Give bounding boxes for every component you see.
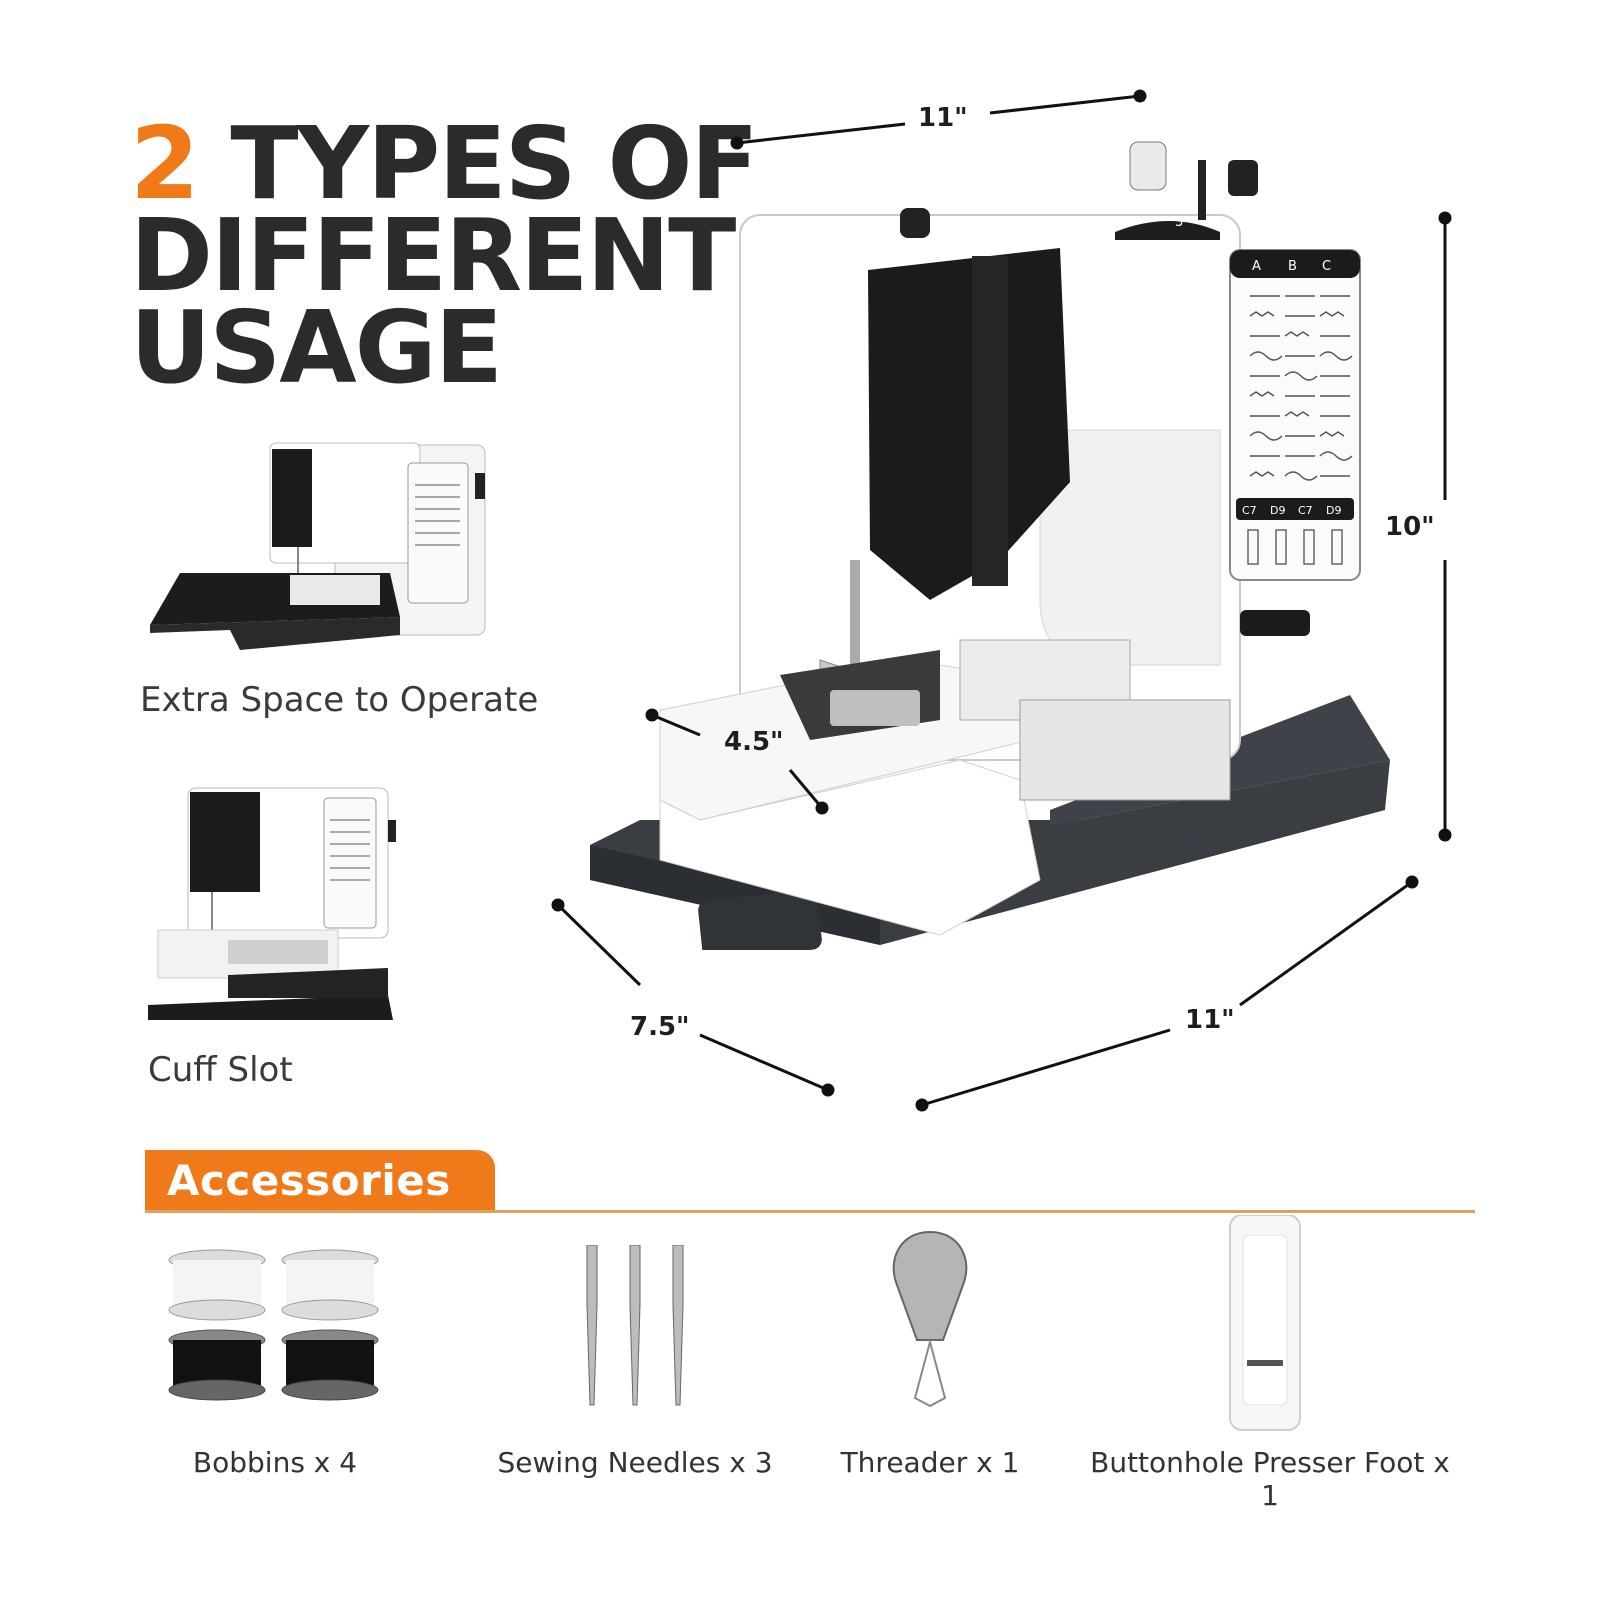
accessories-title: Accessories — [145, 1150, 495, 1212]
headline-line1: TYPES OF — [230, 105, 758, 222]
headline-line2: DIFFERENT — [130, 197, 736, 314]
buttonhole-code-2: D9 — [1270, 504, 1285, 517]
panel-col-b: B — [1288, 259, 1297, 274]
dimension-top-width: 11" — [918, 103, 968, 133]
accessory-label-bobbins: Bobbins x 4 — [192, 1446, 358, 1479]
usage-extension-table-image — [150, 442, 486, 650]
accessory-label-buttonhole-foot: Buttonhole Presser Foot x 1 — [1090, 1446, 1450, 1512]
headline-line3: USAGE — [130, 289, 503, 406]
panel-col-a: A — [1252, 259, 1261, 274]
needles-icon — [586, 1245, 684, 1406]
dimension-base-width: 11" — [1185, 1005, 1235, 1035]
threader-icon — [892, 1230, 968, 1408]
panel-col-c: C — [1322, 259, 1331, 274]
sewing-machine-image: 3 A B C C7 D9 C7 D9 — [590, 141, 1390, 950]
buttonhole-code-4: D9 — [1326, 504, 1341, 517]
bobbins-icon — [168, 1249, 379, 1401]
buttonhole-code-3: C7 — [1298, 504, 1313, 517]
dimension-arm-depth: 4.5" — [724, 727, 784, 757]
headline-number: 2 — [130, 105, 200, 222]
usage-caption-extension: Extra Space to Operate — [140, 680, 539, 720]
usage-cuff-slot-image — [148, 787, 396, 1020]
dial-mark: 3 — [1175, 215, 1183, 230]
buttonhole-code-1: C7 — [1242, 504, 1257, 517]
accessory-label-threader: Threader x 1 — [840, 1446, 1020, 1479]
dimension-height: 10" — [1385, 512, 1435, 542]
accessory-label-needles: Sewing Needles x 3 — [497, 1446, 773, 1479]
usage-caption-cuff-slot: Cuff Slot — [148, 1050, 293, 1090]
headline: 2 TYPES OF DIFFERENT USAGE — [130, 114, 759, 398]
dimension-base-depth: 7.5" — [630, 1012, 690, 1042]
buttonhole-foot-icon — [1229, 1215, 1301, 1431]
accessories-divider — [145, 1210, 1475, 1213]
